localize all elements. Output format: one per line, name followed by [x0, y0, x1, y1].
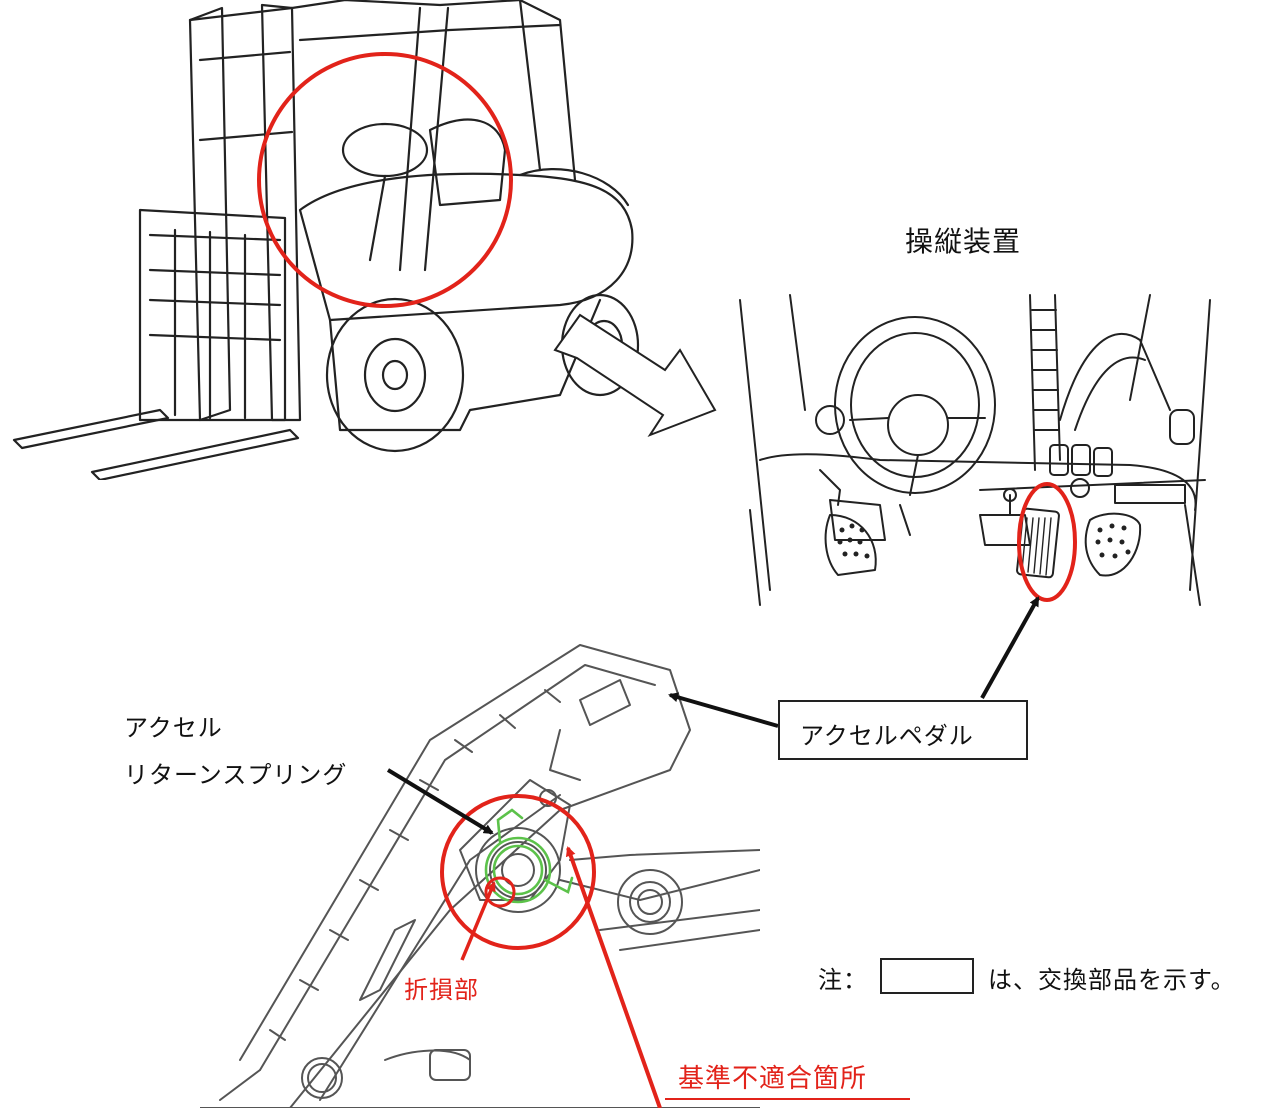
highlight-circle-cab [257, 52, 513, 308]
accel-pedal-label-box: アクセルペダル [778, 700, 1028, 760]
nonconforming-underline [665, 1098, 910, 1100]
return-spring-label-line1: アクセル [124, 714, 223, 742]
return-spring [484, 808, 574, 904]
nonconforming-location-label: 基準不適合箇所 [678, 1064, 868, 1094]
accelerator-assembly-illustration [200, 644, 760, 1108]
broken-part-label: 折損部 [404, 976, 479, 1004]
note-suffix: は、交換部品を示す。 [988, 966, 1236, 994]
pointer-arrow-outline [553, 313, 717, 438]
return-spring-label-line2: リターンスプリング [124, 761, 348, 789]
highlight-circle-spring [440, 794, 596, 950]
note-prefix: 注： [818, 966, 868, 994]
highlight-circle-break [484, 876, 516, 908]
highlight-ellipse-pedal [1017, 482, 1077, 602]
forklift-illustration [12, 0, 640, 480]
accel-pedal-label: アクセルペダル [800, 722, 974, 750]
control-device-title: 操縦装置 [905, 225, 1022, 258]
operator-controls-illustration [739, 294, 1211, 606]
note-sample-box [880, 958, 974, 994]
